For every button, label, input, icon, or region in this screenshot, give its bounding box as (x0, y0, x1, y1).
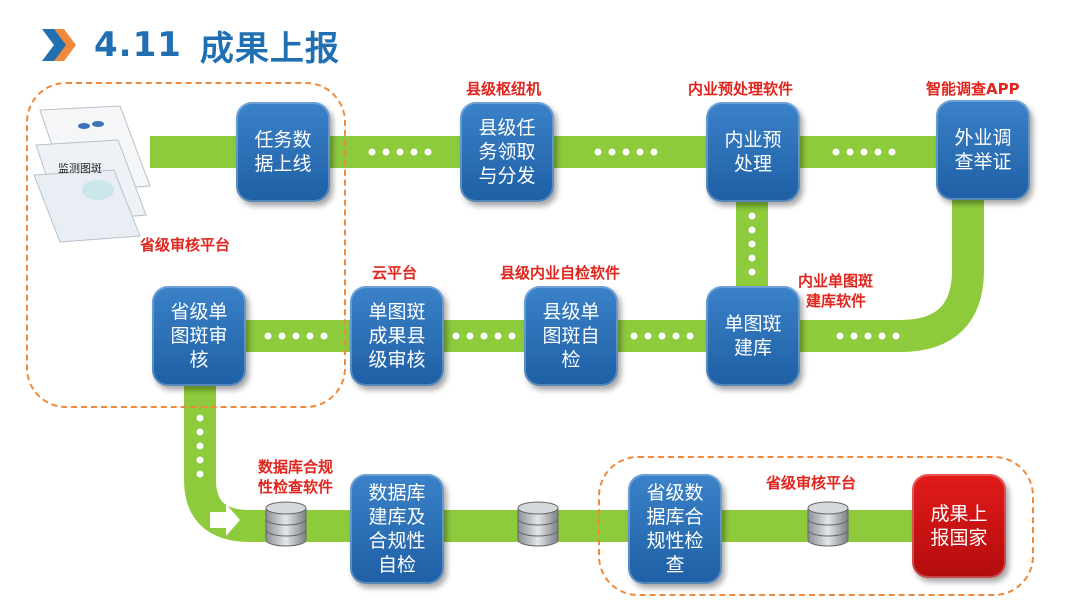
label-cloud-platform: 云平台 (372, 264, 418, 282)
node-line: 检 (561, 349, 581, 371)
node-db-compliance: 数据库建库及合规性自检 (350, 474, 444, 584)
database-icon (517, 501, 559, 547)
node-line: 数据库 (368, 482, 426, 504)
node-line: 图斑自 (542, 325, 600, 347)
node-line: 合规性 (368, 530, 426, 552)
pipe-curve-right (760, 200, 984, 352)
node-province-db-check: 省级数据库合规性检查 (628, 474, 722, 584)
node-line: 外业调 (954, 127, 1012, 149)
node-line: 建库 (733, 337, 772, 359)
node-line: 内业预 (724, 129, 782, 151)
node-line: 处理 (733, 153, 772, 175)
chevron-right-icon (40, 25, 80, 65)
node-field-survey: 外业调查举证 (936, 100, 1030, 200)
node-line: 据上线 (254, 153, 312, 175)
label-province-platform-top: 省级审核平台 (140, 236, 231, 254)
pipe-dots (196, 148, 900, 478)
label-province-platform-bottom: 省级审核平台 (766, 474, 857, 492)
monitoring-sheets-icon (33, 105, 151, 243)
node-line: 核 (189, 349, 209, 371)
node-line: 任务数 (254, 129, 312, 151)
page-header: 4.11 成果上报 (40, 22, 340, 69)
label-build-software-line1: 内业单图斑 (798, 272, 874, 290)
node-line: 规性检 (646, 530, 704, 552)
node-build-db: 单图斑建库 (706, 286, 800, 386)
label-preprocess-software: 内业预处理软件 (688, 80, 794, 98)
node-line: 级审核 (368, 349, 426, 371)
node-line: 建库及 (368, 506, 426, 528)
node-line: 自检 (377, 554, 416, 576)
node-county-receive: 县级任务领取与分发 (460, 102, 554, 202)
node-line: 务领取 (478, 141, 536, 163)
node-line: 与分发 (478, 165, 536, 187)
node-office-preprocess: 内业预处理 (706, 102, 800, 202)
node-line: 县级任 (478, 117, 536, 139)
node-line: 图斑审 (170, 325, 228, 347)
node-line: 查举证 (954, 151, 1012, 173)
label-selfcheck-software: 县级内业自检软件 (500, 264, 621, 282)
label-db-software-line1: 数据库合规 (258, 458, 334, 476)
node-line: 成果上 (930, 503, 988, 525)
label-build-software-line2: 建库软件 (806, 292, 867, 310)
section-number: 4.11 (94, 25, 182, 65)
label-county-hub: 县级枢纽机 (466, 80, 542, 98)
node-line: 县级单 (542, 301, 600, 323)
node-county-review: 单图斑成果县级审核 (350, 286, 444, 386)
province-platform-region-top (26, 82, 346, 408)
database-icon (807, 501, 849, 547)
node-province-review: 省级单图斑审核 (152, 286, 246, 386)
node-line: 查 (665, 554, 685, 576)
node-line: 单图斑 (724, 313, 782, 335)
label-survey-app: 智能调查APP (926, 80, 1020, 98)
node-task-online: 任务数据上线 (236, 102, 330, 202)
node-line: 报国家 (930, 527, 988, 549)
node-report-nation: 成果上报国家 (912, 474, 1006, 578)
page-title: 成果上报 (199, 28, 340, 69)
province-platform-region-bottom (598, 456, 1034, 596)
arrow-right-icon (210, 504, 240, 536)
node-line: 据库合 (646, 506, 704, 528)
node-line: 省级数 (646, 482, 704, 504)
monitoring-sheet-label: 监测图斑 (58, 162, 102, 175)
node-line: 成果县 (368, 325, 426, 347)
label-db-software-line2: 性检查软件 (258, 478, 334, 496)
node-line: 单图斑 (368, 301, 426, 323)
node-line: 省级单 (170, 301, 228, 323)
database-icon (265, 501, 307, 547)
node-county-selfcheck: 县级单图斑自检 (524, 286, 618, 386)
